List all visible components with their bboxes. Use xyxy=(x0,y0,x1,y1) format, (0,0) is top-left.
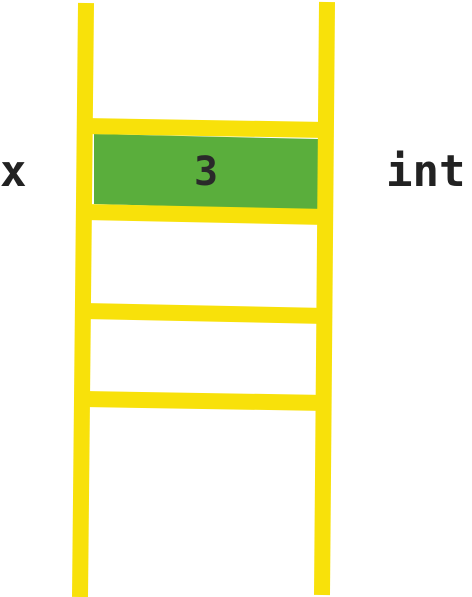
variable-name-label: x xyxy=(0,146,27,197)
memory-cell-filled xyxy=(94,134,318,210)
ladder-left-rail xyxy=(72,2,94,597)
ladder-rung xyxy=(83,118,327,138)
ladder-rung xyxy=(83,303,327,324)
ladder-rung xyxy=(83,391,327,411)
ladder-rung xyxy=(83,204,327,225)
memory-cell-value: 3 xyxy=(193,149,219,195)
variable-type-label: int xyxy=(386,146,466,197)
ladder-right-rail xyxy=(314,1,335,596)
